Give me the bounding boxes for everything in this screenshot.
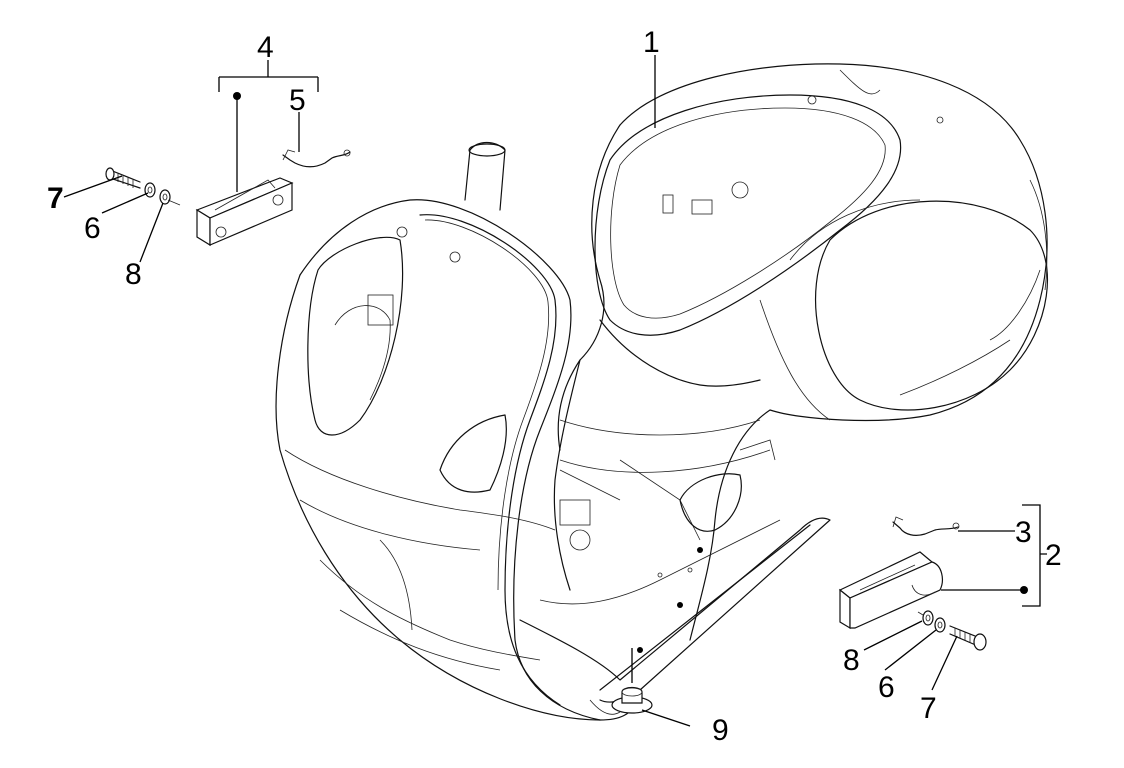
callout-8-left[interactable]: 8: [125, 258, 142, 291]
callout-2[interactable]: 2: [1045, 539, 1062, 572]
washer-right[interactable]: [934, 617, 946, 633]
callout-4[interactable]: 4: [257, 31, 274, 64]
assembly-dot-right: [1020, 586, 1028, 594]
callout-1[interactable]: 1: [643, 26, 660, 59]
callout-5[interactable]: 5: [289, 84, 306, 117]
rubber-plug[interactable]: [611, 686, 653, 714]
callout-6-right[interactable]: 6: [878, 671, 895, 704]
left-bracket[interactable]: [195, 177, 294, 247]
callout-8-right[interactable]: 8: [843, 644, 860, 677]
callout-3[interactable]: 3: [1015, 516, 1032, 549]
leader-lines: [63, 55, 1047, 727]
callout-9[interactable]: 9: [712, 714, 729, 747]
left-clip[interactable]: [282, 149, 351, 168]
assembly-dot-left: [233, 92, 241, 100]
right-bracket[interactable]: [838, 551, 943, 630]
screw-left[interactable]: [105, 167, 141, 189]
washer-right-2[interactable]: [917, 610, 934, 626]
callout-7-right[interactable]: 7: [920, 692, 937, 725]
washer-left[interactable]: [144, 182, 156, 198]
callout-6-left[interactable]: 6: [84, 212, 101, 245]
washer-left-2[interactable]: [159, 189, 181, 206]
screw-right[interactable]: [949, 625, 987, 651]
right-clip[interactable]: [892, 516, 960, 536]
callout-7-left[interactable]: 7: [47, 182, 64, 215]
